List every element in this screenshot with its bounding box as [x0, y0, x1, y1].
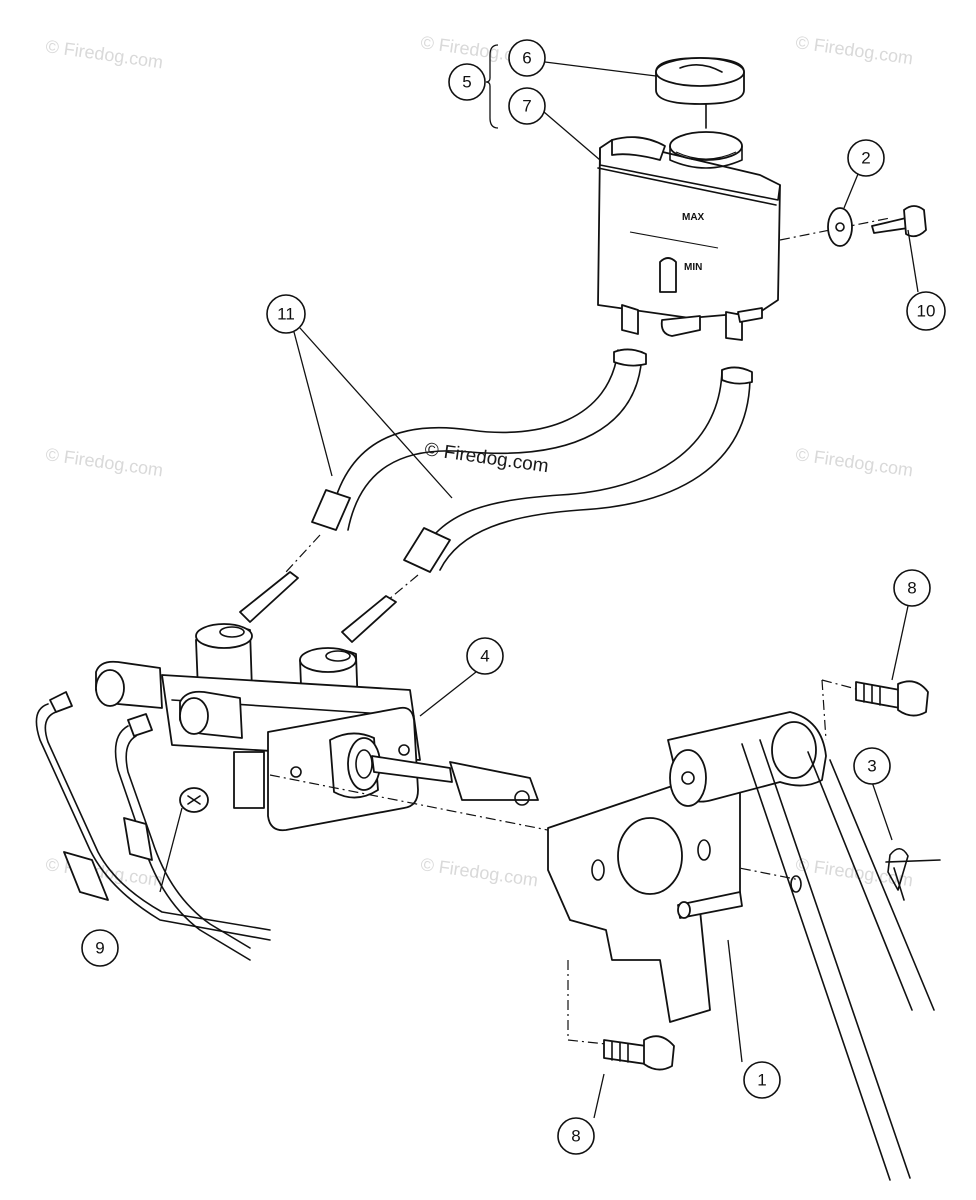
reservoir-cap [655, 57, 745, 129]
watermark-bottom-right: © Firedog.com [794, 854, 914, 890]
callout-1: 1 [743, 1061, 781, 1099]
callout-8-lower: 8 [557, 1117, 595, 1155]
callout-6-label: 6 [522, 49, 531, 68]
watermark-mid-right: © Firedog.com [794, 444, 914, 480]
bolt-lower [567, 960, 675, 1071]
brake-lines [35, 691, 271, 961]
watermark-top-left: © Firedog.com [44, 36, 164, 72]
callout-8-upper: 8 [893, 569, 931, 607]
callout-8-upper-label: 8 [907, 579, 916, 598]
callout-11: 11 [266, 294, 306, 334]
max-label: MAX [682, 212, 705, 223]
callout-9: 9 [81, 929, 119, 967]
callout-3: 3 [853, 747, 891, 785]
callout-2: 2 [847, 139, 885, 177]
callout-3-label: 3 [867, 757, 876, 776]
min-label: MIN [684, 262, 702, 273]
callout-1-label: 1 [757, 1071, 766, 1090]
pushrod [371, 755, 453, 783]
callout-2-label: 2 [861, 149, 870, 168]
hairpin-clip [885, 847, 941, 901]
watermark-bottom-center: © Firedog.com [419, 854, 539, 890]
callout-4: 4 [466, 637, 504, 675]
watermark-mid-left: © Firedog.com [44, 444, 164, 480]
callout-7-label: 7 [522, 97, 531, 116]
mounting-bolt [871, 217, 909, 234]
callout-10-label: 10 [917, 302, 936, 321]
pedal-arm [667, 711, 935, 1181]
bolt-upper [821, 679, 929, 741]
reservoir-hoses [285, 348, 753, 601]
reservoir-mounting-hardware [779, 205, 927, 247]
callout-6: 6 [508, 39, 546, 77]
callout-11-label: 11 [277, 305, 295, 324]
callout-5: 5 [448, 63, 486, 101]
callout-9-label: 9 [95, 939, 104, 958]
cylinder-flange [267, 706, 801, 881]
watermark-center: © Firedog.com [423, 439, 550, 477]
callout-5-label: 5 [462, 73, 471, 92]
washer [827, 207, 853, 247]
clevis [449, 761, 539, 801]
fluid-reservoir: MAX MIN [597, 131, 781, 341]
pedal-bracket [547, 779, 802, 1023]
callout-7: 7 [508, 87, 546, 125]
leader-lines [159, 44, 919, 1119]
callout-8-lower-label: 8 [571, 1127, 580, 1146]
callout-4-label: 4 [480, 647, 489, 666]
callout-10: 10 [906, 291, 946, 331]
watermark-top-right: © Firedog.com [794, 32, 914, 68]
